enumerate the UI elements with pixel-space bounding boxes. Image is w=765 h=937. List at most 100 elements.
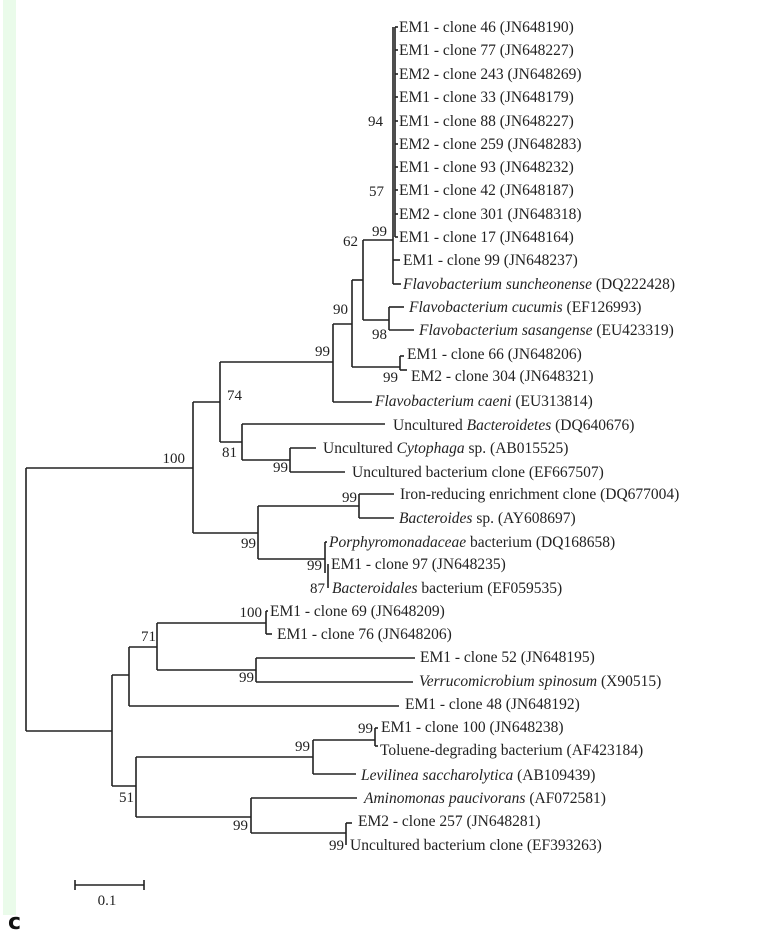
label-text: sp. (AB015525) <box>465 440 569 457</box>
leaf-label: EM2 - clone 259 (JN648283) <box>399 136 582 153</box>
taxon-name: Porphyromonadaceae <box>328 534 466 551</box>
label-text: EM2 - clone 259 (JN648283) <box>399 136 582 153</box>
taxon-name: Bacteroidales <box>332 580 418 597</box>
label-text: (DQ222428) <box>592 276 675 293</box>
bootstrap-value: 99 <box>329 838 344 854</box>
bootstrap-value: 99 <box>241 536 256 552</box>
leaf-label: EM1 - clone 52 (JN648195) <box>420 649 595 666</box>
label-text: (EU423319) <box>592 322 673 339</box>
taxon-name: Cytophaga <box>397 440 465 457</box>
leaf-label: Flavobacterium cucumis (EF126993) <box>408 299 641 316</box>
leaf-label: Verrucomicrobium spinosum (X90515) <box>419 673 661 690</box>
label-text: EM1 - clone 69 (JN648209) <box>270 603 445 620</box>
label-text: EM1 - clone 48 (JN648192) <box>405 696 580 713</box>
bootstrap-value: 99 <box>358 721 373 737</box>
bootstrap-value: 99 <box>383 370 398 386</box>
leaf-label: Uncultured bacterium clone (EF393263) <box>350 837 602 854</box>
bootstrap-value: 81 <box>222 445 237 461</box>
label-text: EM2 - clone 301 (JN648318) <box>399 206 582 223</box>
leaf-label: EM1 - clone 33 (JN648179) <box>399 89 574 106</box>
leaf-label: EM2 - clone 257 (JN648281) <box>358 813 541 830</box>
label-text: Uncultured <box>323 440 397 457</box>
label-text: bacterium (EF059535) <box>418 580 563 597</box>
taxon-name: Bacteroides <box>399 510 472 527</box>
taxon-name: Levilinea saccharolytica <box>360 767 513 784</box>
label-text: EM1 - clone 66 (JN648206) <box>407 346 582 363</box>
bootstrap-value: 99 <box>233 818 248 834</box>
bootstrap-value: 98 <box>372 327 387 343</box>
label-text: EM1 - clone 17 (JN648164) <box>399 229 574 246</box>
bootstrap-value: 99 <box>307 558 322 574</box>
leaf-label: Bacteroidales bacterium (EF059535) <box>332 580 562 597</box>
leaf-label: Uncultured Bacteroidetes (DQ640676) <box>393 417 634 434</box>
bootstrap-value: 94 <box>368 114 384 130</box>
taxon-name: Flavobacterium suncheonense <box>402 276 592 293</box>
label-text: (EF126993) <box>563 299 642 316</box>
leaf-label: EM1 - clone 93 (JN648232) <box>399 159 574 176</box>
leaf-label: EM2 - clone 243 (JN648269) <box>399 66 582 83</box>
leaf-label: Flavobacterium caeni (EU313814) <box>374 393 593 410</box>
label-text: EM1 - clone 52 (JN648195) <box>420 649 595 666</box>
label-text: (AF072581) <box>525 790 606 807</box>
leaf-label: EM1 - clone 76 (JN648206) <box>277 626 452 643</box>
label-text: EM1 - clone 33 (JN648179) <box>399 89 574 106</box>
taxon-name: Flavobacterium caeni <box>374 393 511 410</box>
bootstrap-value: 99 <box>295 739 310 755</box>
leaf-label: EM1 - clone 69 (JN648209) <box>270 603 445 620</box>
leaf-label: Uncultured Cytophaga sp. (AB015525) <box>323 440 568 457</box>
bootstrap-value: 62 <box>343 234 358 250</box>
bootstrap-value: 74 <box>227 388 243 404</box>
taxon-name: Flavobacterium sasangense <box>418 322 593 339</box>
label-text: Toluene-degrading bacterium (AF423184) <box>380 742 643 759</box>
label-text: sp. (AY608697) <box>472 510 575 527</box>
label-text: EM2 - clone 304 (JN648321) <box>411 368 594 385</box>
leaf-label: Porphyromonadaceae bacterium (DQ168658) <box>328 534 615 551</box>
leaf-label: EM1 - clone 100 (JN648238) <box>381 719 564 736</box>
leaf-label: Bacteroides sp. (AY608697) <box>399 510 576 527</box>
leaf-label: EM2 - clone 304 (JN648321) <box>411 368 594 385</box>
leaf-label: Levilinea saccharolytica (AB109439) <box>360 767 595 784</box>
label-text: EM1 - clone 77 (JN648227) <box>399 42 574 59</box>
leaf-label: EM1 - clone 42 (JN648187) <box>399 182 574 199</box>
label-text: EM1 - clone 42 (JN648187) <box>399 182 574 199</box>
label-text: Iron-reducing enrichment clone (DQ677004… <box>400 486 679 503</box>
label-text: Uncultured bacterium clone (EF393263) <box>350 837 602 854</box>
leaf-label: Flavobacterium suncheonense (DQ222428) <box>402 276 675 293</box>
bootstrap-value: 87 <box>310 581 326 597</box>
leaf-label: EM1 - clone 99 (JN648237) <box>403 252 578 269</box>
taxon-name: Bacteroidetes <box>467 417 552 434</box>
bootstrap-value: 57 <box>369 184 385 200</box>
leaf-label: EM2 - clone 301 (JN648318) <box>399 206 582 223</box>
panel-label: c <box>8 910 22 935</box>
leaf-label: Uncultured bacterium clone (EF667507) <box>352 464 604 481</box>
leaf-label: EM1 - clone 48 (JN648192) <box>405 696 580 713</box>
taxon-name: Flavobacterium cucumis <box>408 299 563 316</box>
left-margin-strip <box>3 0 16 915</box>
label-text: EM1 - clone 88 (JN648227) <box>399 113 574 130</box>
leaf-label: Toluene-degrading bacterium (AF423184) <box>380 742 643 759</box>
scale-bar-label: 0.1 <box>98 893 117 909</box>
leaf-label: EM1 - clone 46 (JN648190) <box>399 19 574 36</box>
label-text: EM1 - clone 46 (JN648190) <box>399 19 574 36</box>
label-text: Uncultured <box>393 417 467 434</box>
label-text: (DQ640676) <box>551 417 634 434</box>
label-text: EM1 - clone 100 (JN648238) <box>381 719 564 736</box>
leaf-label: Iron-reducing enrichment clone (DQ677004… <box>400 486 679 503</box>
bootstrap-value: 99 <box>315 344 330 360</box>
bootstrap-value: 99 <box>372 224 387 240</box>
label-text: EM1 - clone 93 (JN648232) <box>399 159 574 176</box>
label-text: (EU313814) <box>511 393 592 410</box>
leaf-label: EM1 - clone 17 (JN648164) <box>399 229 574 246</box>
bootstrap-value: 99 <box>342 490 357 506</box>
leaf-label: EM1 - clone 66 (JN648206) <box>407 346 582 363</box>
label-text: bacterium (DQ168658) <box>466 534 615 551</box>
leaf-label: EM1 - clone 88 (JN648227) <box>399 113 574 130</box>
bootstrap-value: 90 <box>333 302 348 318</box>
label-text: EM1 - clone 76 (JN648206) <box>277 626 452 643</box>
bootstrap-value: 100 <box>240 605 263 621</box>
label-text: (AB109439) <box>513 767 595 784</box>
taxon-name: Verrucomicrobium spinosum <box>419 673 597 690</box>
bootstrap-value: 100 <box>163 451 186 467</box>
taxon-name: Aminomonas paucivorans <box>363 790 525 807</box>
leaf-label: EM1 - clone 77 (JN648227) <box>399 42 574 59</box>
